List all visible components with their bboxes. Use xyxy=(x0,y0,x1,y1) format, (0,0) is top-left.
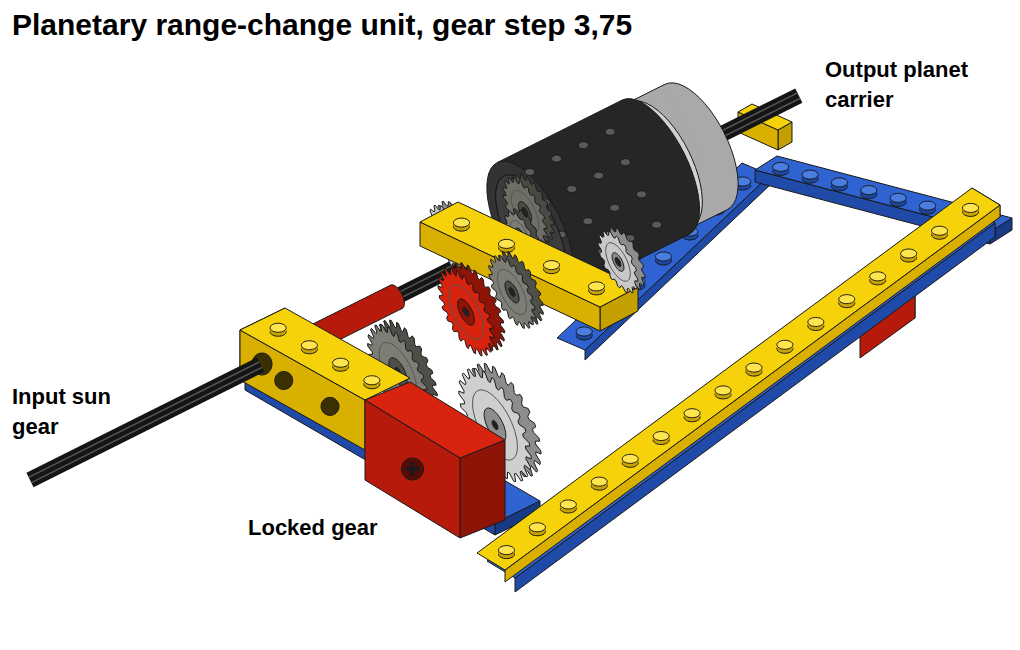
stud-top xyxy=(715,386,731,395)
stud-top xyxy=(454,218,470,227)
stud-top xyxy=(653,432,669,441)
input-axle xyxy=(30,365,261,480)
front-yellow-plate-top xyxy=(477,188,1000,570)
cross-axle xyxy=(411,462,415,476)
carrier-hole xyxy=(636,191,646,198)
intermediate-gear-axle-hole xyxy=(509,287,515,296)
intermediate-gear-web xyxy=(498,269,527,314)
stud-top xyxy=(576,327,592,336)
stud-top xyxy=(499,239,515,248)
stud-top xyxy=(656,252,672,261)
carrier-hole xyxy=(605,128,615,135)
title: Planetary range-change unit, gear step 3… xyxy=(12,6,632,44)
stud-top xyxy=(746,363,762,372)
driving-ring-web xyxy=(449,285,484,339)
stud-top xyxy=(839,295,855,304)
layshaft-gear xyxy=(598,231,638,293)
carrier-hole xyxy=(567,186,577,193)
driving-ring xyxy=(438,268,494,356)
stud-top xyxy=(920,201,936,210)
part-label: Locked gear xyxy=(248,513,448,543)
stud-top xyxy=(544,261,560,270)
stud-top xyxy=(591,477,607,486)
locked-gear-axle-hole xyxy=(492,420,498,429)
stud-top xyxy=(529,523,545,532)
gear-unit xyxy=(29,83,1012,592)
title-holder: Planetary range-change unit, gear step 3… xyxy=(12,6,632,44)
beam-hole xyxy=(321,397,339,415)
stud-top xyxy=(773,162,789,171)
driving-ring-hub xyxy=(458,299,475,325)
cross-hole xyxy=(402,458,424,480)
stud-top xyxy=(777,340,793,349)
red-brick-top xyxy=(365,382,505,458)
stud-top xyxy=(560,500,576,509)
stud-top xyxy=(861,186,877,195)
stud-top xyxy=(270,323,286,332)
stud-top xyxy=(831,178,847,187)
layshaft-gear-axle-hole xyxy=(615,257,621,266)
beam-hole xyxy=(275,372,293,390)
label-holder: Locked gear xyxy=(248,513,448,543)
carrier-hole xyxy=(620,159,630,166)
stud-top xyxy=(932,226,948,235)
carrier-hole xyxy=(594,172,604,179)
layshaft-gear-web xyxy=(606,243,631,281)
part-label: Input sun gear xyxy=(12,382,137,442)
carrier-hole xyxy=(552,155,562,162)
stud-top xyxy=(901,249,917,258)
stud-top xyxy=(589,282,605,291)
stud-top xyxy=(364,376,380,385)
stud-top xyxy=(963,203,979,212)
stud-top xyxy=(890,193,906,202)
intermediate-gear-hub xyxy=(505,281,519,303)
stud-top xyxy=(808,317,824,326)
carrier-hole xyxy=(578,142,588,149)
carrier-hole xyxy=(610,204,620,211)
stud-top xyxy=(333,358,349,367)
input-axle-groove xyxy=(29,362,260,477)
carrier-hole xyxy=(652,221,662,228)
stud-top xyxy=(870,272,886,281)
stud-top xyxy=(802,170,818,179)
stud-top xyxy=(684,409,700,418)
front-blue-plate-front xyxy=(515,223,995,592)
stud-top xyxy=(498,546,514,555)
stud-top xyxy=(301,341,317,350)
carrier-hole xyxy=(583,218,593,225)
stud-top xyxy=(622,454,638,463)
front-yellow-plate-front xyxy=(505,205,1000,582)
layshaft-gear-hub xyxy=(612,253,624,272)
left-beam-top xyxy=(240,308,410,400)
carrier-hole xyxy=(525,169,535,176)
label-holder: Input sun gear xyxy=(12,382,137,442)
label-holder: Output planet carrier xyxy=(825,55,1003,115)
part-label: Output planet carrier xyxy=(825,55,1003,115)
driving-ring-axle-hole xyxy=(463,307,469,316)
